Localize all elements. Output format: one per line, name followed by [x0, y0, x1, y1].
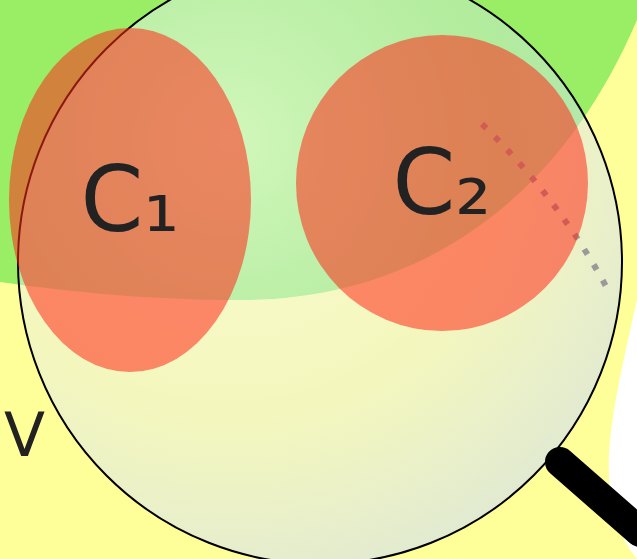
- lens-handle: [560, 462, 637, 532]
- set-ellipse: C₁: [9, 28, 251, 372]
- set-label: C₁: [81, 155, 180, 245]
- set-label: C₂: [393, 138, 492, 228]
- set-ellipse: C₂: [296, 35, 588, 331]
- region-label: V: [4, 405, 45, 465]
- ellipse-fill: [296, 35, 588, 331]
- ellipse-fill: [9, 28, 251, 372]
